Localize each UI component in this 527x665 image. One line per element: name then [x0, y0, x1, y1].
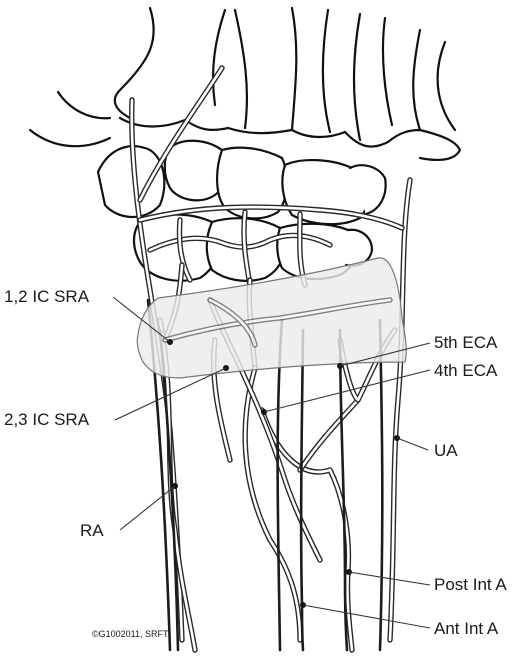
label-4th-eca: 4th ECA	[434, 361, 498, 380]
copyright-notice: ©G1002011, SRFT	[92, 629, 169, 639]
label-5th-eca: 5th ECA	[434, 333, 498, 352]
label-ra: RA	[80, 521, 104, 540]
label-ant-int-a: Ant Int A	[434, 619, 499, 638]
label-ic-sra-12: 1,2 IC SRA	[4, 287, 90, 306]
label-post-int-a: Post Int A	[434, 575, 507, 594]
label-ic-sra-23: 2,3 IC SRA	[4, 410, 90, 429]
label-ua: UA	[434, 441, 458, 460]
anterior-interosseous-artery	[301, 330, 303, 650]
metacarpal-bones	[30, 8, 460, 160]
